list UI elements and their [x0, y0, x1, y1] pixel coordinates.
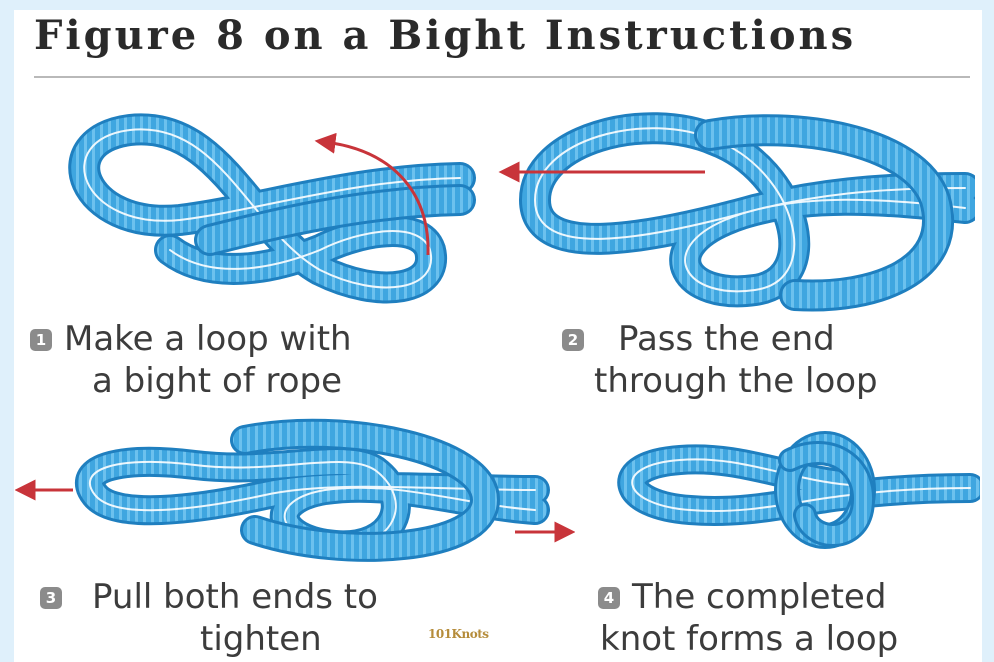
page-title: Figure 8 on a Bight Instructions — [34, 12, 856, 59]
step-1-diagram — [20, 100, 480, 315]
step-2-line-1: Pass the end — [618, 319, 835, 359]
step-2-line-2: through the loop — [552, 360, 982, 402]
step-2-diagram — [495, 100, 975, 315]
step-1-caption: 1 Make a loop with a bight of rope — [30, 318, 470, 402]
brand-logo: 101Knots — [428, 627, 489, 641]
step-4-diagram — [600, 420, 980, 570]
step-4-line-2: knot forms a loop — [578, 618, 988, 660]
step-2-number-badge: 2 — [562, 329, 584, 351]
step-2-caption: 2 Pass the end through the loop — [552, 318, 982, 402]
step-3-diagram — [15, 410, 575, 580]
step-4-number-badge: 4 — [598, 587, 620, 609]
title-divider — [34, 76, 970, 78]
step-3-number-badge: 3 — [40, 587, 62, 609]
step-4-caption: 4 The completed knot forms a loop — [578, 576, 988, 660]
step-1-number-badge: 1 — [30, 329, 52, 351]
step-1-line-1: Make a loop with — [64, 319, 352, 359]
step-3-caption: 3Pull both ends to tighten — [40, 576, 510, 660]
step-3-line-1: Pull both ends to — [92, 577, 378, 617]
step-1-line-2: a bight of rope — [30, 360, 470, 402]
step-4-line-1: The completed — [632, 577, 886, 617]
